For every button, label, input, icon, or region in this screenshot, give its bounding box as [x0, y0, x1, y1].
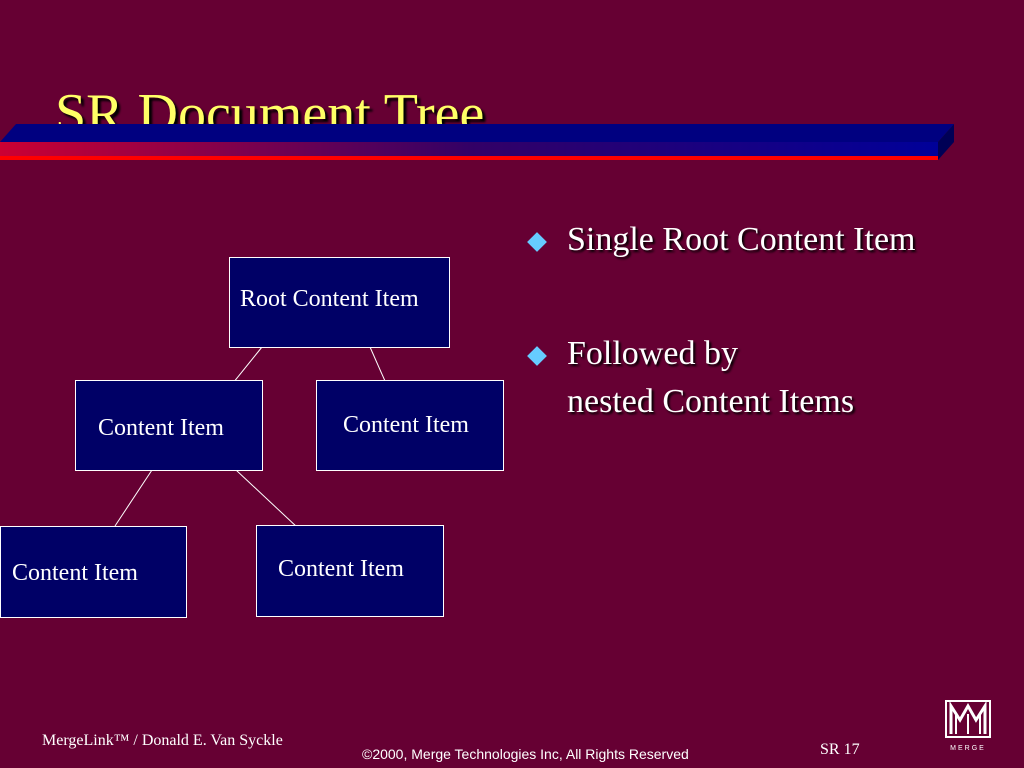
bullet-text-line-1: Followed by	[567, 335, 738, 372]
diamond-bullet-icon	[527, 232, 547, 252]
diamond-bullet-icon	[527, 346, 547, 366]
root-node-label: Root Content Item	[240, 286, 419, 312]
slide-number: SR 17	[820, 741, 860, 758]
content-item-node-level2-right: Content Item	[256, 525, 444, 617]
bullet-item: Followed by nested Content Items	[527, 330, 990, 426]
content-item-node-level1-left: Content Item	[75, 380, 263, 471]
root-content-item-node: Root Content Item	[229, 257, 450, 348]
bullet-item: Single Root Content Item	[527, 216, 990, 264]
node-label: Content Item	[343, 412, 469, 438]
content-item-node-level2-left: Content Item	[0, 526, 187, 618]
merge-logo-icon: MERGE	[945, 700, 991, 752]
node-label: Content Item	[12, 560, 138, 586]
footer-author: MergeLink™ / Donald E. Van Syckle	[42, 732, 283, 749]
node-label: Content Item	[278, 556, 404, 582]
svg-text:MERGE: MERGE	[950, 745, 986, 752]
bullet-text-line-2: nested Content Items	[567, 383, 855, 420]
bullet-text: Single Root Content Item	[567, 221, 916, 258]
content-item-node-level1-right: Content Item	[316, 380, 504, 471]
merge-logo: MERGE	[945, 700, 993, 752]
footer-copyright: ©2000, Merge Technologies Inc, All Right…	[362, 746, 689, 762]
node-label: Content Item	[98, 415, 224, 441]
title-underline-bar	[0, 124, 954, 160]
